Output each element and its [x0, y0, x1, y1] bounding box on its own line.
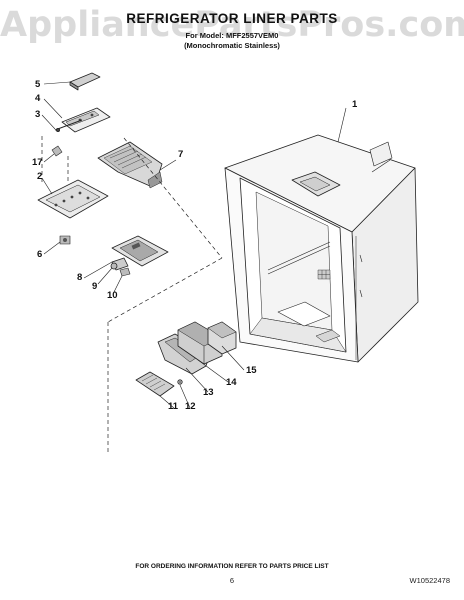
part-15-drawing — [207, 321, 237, 355]
callout-14: 14 — [226, 377, 237, 388]
ordering-info: FOR ORDERING INFORMATION REFER TO PARTS … — [135, 563, 329, 570]
watermark: AppliancePartsPros.com — [0, 5, 464, 45]
callout-12: 12 — [185, 401, 196, 412]
document-number: W10522478 — [409, 576, 450, 585]
callout-9: 9 — [92, 281, 98, 292]
callout-15: 15 — [246, 365, 257, 376]
callout-8: 8 — [77, 272, 83, 283]
part-11-drawing — [135, 371, 175, 397]
leader-lines — [41, 81, 347, 409]
callout-10: 10 — [107, 290, 118, 301]
part-5-drawing — [69, 72, 101, 91]
callout-13: 13 — [203, 387, 214, 398]
part-7-drawing — [97, 141, 163, 189]
callout-5: 5 — [35, 79, 41, 90]
part-6-drawing — [59, 235, 71, 245]
page-title: REFRIGERATOR LINER PARTS — [126, 11, 338, 26]
liner-drawing — [224, 134, 419, 363]
part-3-drawing — [54, 119, 83, 132]
part-2-drawing — [37, 179, 109, 219]
part-10-drawing — [119, 267, 131, 277]
model-line: For Model: MFF2557VEM0 — [185, 31, 279, 40]
finish-line: (Monochromatic Stainless) — [184, 41, 280, 50]
page-number: 6 — [229, 576, 235, 585]
assembly-outline — [41, 136, 223, 452]
part-8-drawing — [111, 235, 169, 267]
callout-3: 3 — [35, 109, 41, 120]
callout-17: 17 — [32, 157, 43, 168]
part-4-drawing — [61, 107, 111, 133]
callout-11: 11 — [168, 401, 179, 412]
callout-7: 7 — [178, 149, 184, 160]
callout-6: 6 — [37, 249, 43, 260]
callout-4: 4 — [35, 93, 41, 104]
callout-2: 2 — [37, 171, 43, 182]
part-17-drawing — [51, 145, 63, 157]
part-9-drawing — [110, 257, 129, 271]
part-12-drawing — [177, 379, 183, 385]
callout-1: 1 — [352, 99, 358, 110]
